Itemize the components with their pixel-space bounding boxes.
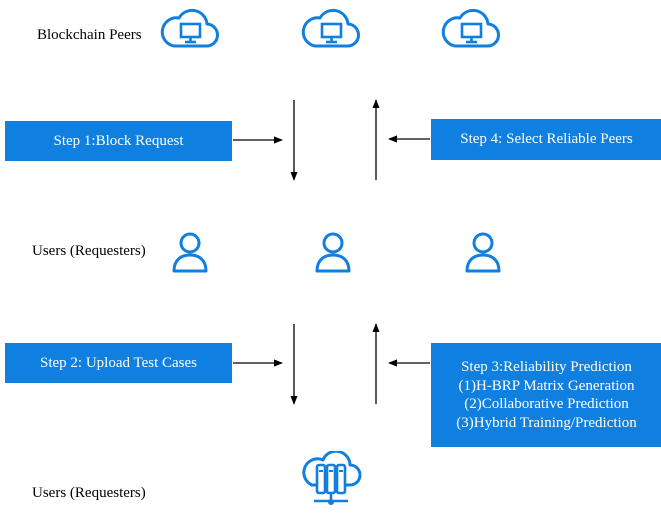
server-rack-icon <box>302 451 362 505</box>
cloud-computer-icon <box>160 8 219 48</box>
step2-upload-test-cases-box: Step 2: Upload Test Cases <box>5 343 232 383</box>
step2-label: Step 2: Upload Test Cases <box>40 354 197 371</box>
user-icon <box>465 232 501 273</box>
user-icon <box>315 232 351 273</box>
step3-line-1: (1)H-BRP Matrix Generation <box>458 377 635 394</box>
step3-line-3: (3)Hybrid Training/Prediction <box>456 414 637 431</box>
cloud-computer-icon <box>301 8 360 48</box>
cloud-computer-icon <box>441 8 500 48</box>
user-icon <box>172 232 208 273</box>
step3-line-2: (2)Collaborative Prediction <box>464 396 629 412</box>
step1-label: Step 1:Block Request <box>53 132 184 149</box>
step3-reliability-prediction-box: Step 3:Reliability Prediction (1)H-BRP M… <box>431 343 661 447</box>
users-requesters-label-top: Users (Requesters) <box>32 243 146 259</box>
blockchain-peers-label: Blockchain Peers <box>37 27 142 43</box>
step1-block-request-box: Step 1:Block Request <box>5 121 232 161</box>
users-requesters-label-bottom: Users (Requesters) <box>32 485 146 501</box>
step4-select-peers-box: Step 4: Select Reliable Peers <box>431 119 661 160</box>
step4-label: Step 4: Select Reliable Peers <box>460 131 633 147</box>
step3-title: Step 3:Reliability Prediction <box>461 359 632 375</box>
